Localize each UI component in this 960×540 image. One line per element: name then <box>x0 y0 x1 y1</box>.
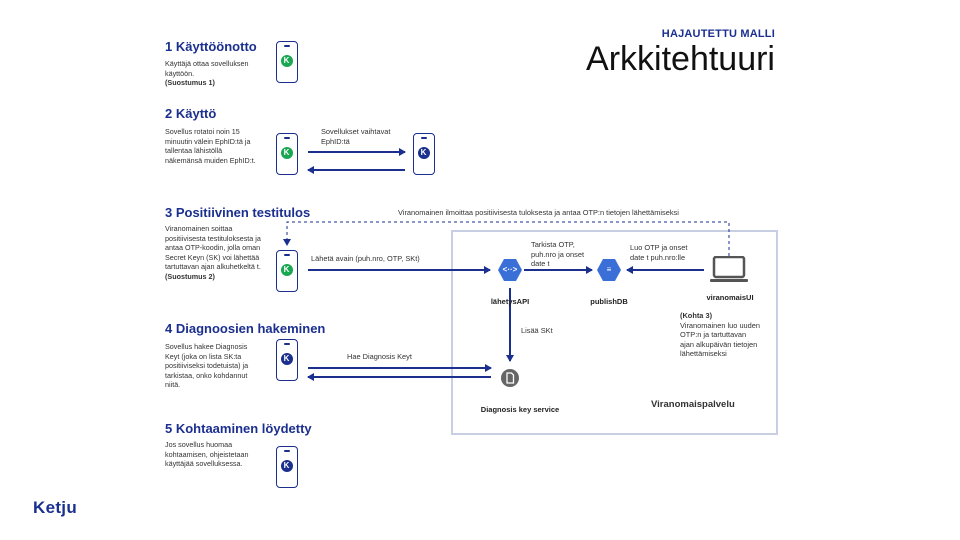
phone-icon-section-3: K <box>276 250 298 292</box>
label-create-otp: Luo OTP ja onset date t puh.nro:lle <box>630 243 688 262</box>
section-3-consent: (Suostumus 2) <box>165 271 215 281</box>
app-logo-icon: K <box>280 353 293 365</box>
app-logo-icon: K <box>280 264 293 276</box>
database-label: publishDB <box>590 297 628 306</box>
ketju-logo: Ketju <box>33 498 77 517</box>
kicker: HAJAUTETTU MALLI <box>661 28 775 40</box>
section-1-title: 1 Käyttöönotto <box>165 39 257 54</box>
phone-icon-section-1: K <box>276 41 298 83</box>
label-send-key: Lähetä avain (puh.nro, OTP, SKt) <box>311 254 420 263</box>
authority-service-label: Viranomaispalvelu <box>651 399 735 410</box>
section-5-title: 5 Kohtaaminen löydetty <box>165 421 312 436</box>
section-4-desc: Sovellus hakee Diagnosis Keyt (joka on l… <box>165 342 249 390</box>
page-title: Arkkitehtuuri <box>586 40 775 78</box>
authority-note: (Kohta 3) Viranomainen luo uuden OTP:n j… <box>680 311 760 359</box>
phone-icon-section-2-left: K <box>276 133 298 175</box>
section-3-title: 3 Positiivinen testitulos <box>165 205 311 220</box>
phone-icon-section-2-right: K <box>413 133 435 175</box>
api-icon: <··> <box>498 259 522 281</box>
authority-note-heading: (Kohta 3) <box>680 311 713 320</box>
laptop-icon <box>710 256 748 282</box>
app-logo-icon: K <box>280 147 293 159</box>
label-authority-notify: Viranomainen ilmoittaa positiivisesta tu… <box>398 208 679 217</box>
app-logo-icon: K <box>280 460 293 472</box>
app-logo-icon: K <box>417 147 430 159</box>
api-label: lähetysAPI <box>490 297 530 306</box>
section-1-text: Käyttäjä ottaa sovelluksen käyttöön. <box>165 59 249 78</box>
phone-icon-section-4: K <box>276 339 298 381</box>
label-exchange: Sovellukset vaihtavat EphID:tä <box>321 127 391 146</box>
document-service-icon <box>501 369 519 387</box>
section-4-title: 4 Diagnoosien hakeminen <box>165 321 326 336</box>
section-3-desc: Viranomainen soittaa positiivisesta test… <box>165 224 263 282</box>
label-add-sk: Lisää SKt <box>521 326 553 335</box>
phone-icon-section-5: K <box>276 446 298 488</box>
section-1-desc: Käyttäjä ottaa sovelluksen käyttöön. (Su… <box>165 59 260 88</box>
section-5-desc: Jos sovellus huomaa kohtaamisen, ohjeist… <box>165 440 249 469</box>
label-fetch-keys: Hae Diagnosis Keyt <box>347 352 412 361</box>
authority-ui-label: viranomaisUI <box>706 293 754 302</box>
database-icon: ≡ <box>597 259 621 281</box>
authority-note-text: Viranomainen luo uuden OTP:n ja tartutta… <box>680 320 760 359</box>
section-1-consent: (Suostumus 1) <box>165 78 215 88</box>
section-2-title: 2 Käyttö <box>165 106 217 121</box>
authority-service-box <box>451 230 778 435</box>
diagnosis-service-label: Diagnosis key service <box>480 405 560 414</box>
section-3-text: Viranomainen soittaa positiivisesta test… <box>165 224 261 272</box>
label-check-otp: Tarkista OTP, puh.nro ja onset date t <box>531 240 585 269</box>
arrow-authority-notify <box>283 221 730 256</box>
app-logo-icon: K <box>280 55 293 67</box>
section-2-desc: Sovellus rotatoi noin 15 minuutin välein… <box>165 127 256 165</box>
